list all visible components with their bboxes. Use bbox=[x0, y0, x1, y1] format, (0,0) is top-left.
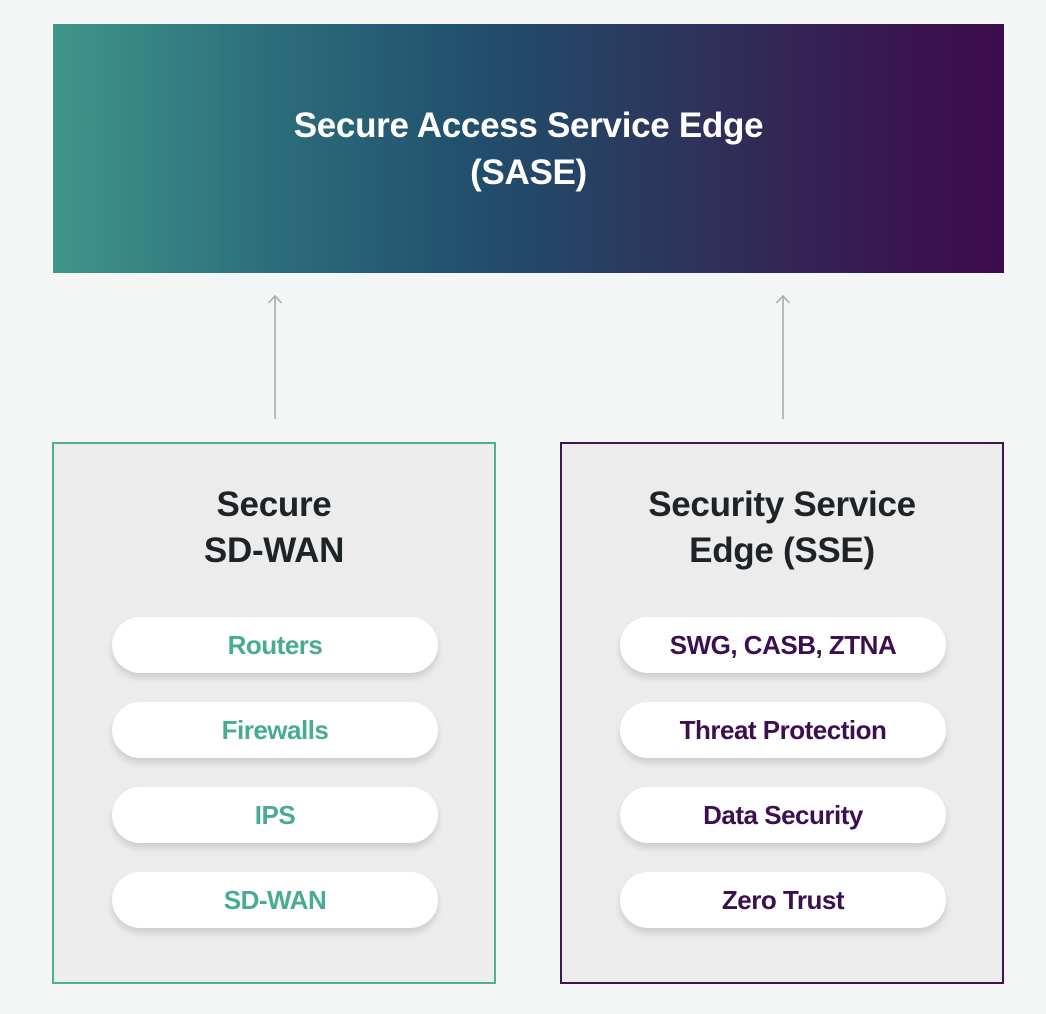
component-list: Routers Firewalls IPS SD-WAN bbox=[112, 617, 438, 957]
component-pill-data-security: Data Security bbox=[620, 787, 946, 843]
component-pill-ips: IPS bbox=[112, 787, 438, 843]
arrow-up-icon bbox=[267, 294, 283, 419]
component-list: SWG, CASB, ZTNA Threat Protection Data S… bbox=[620, 617, 946, 957]
arrow-up-icon bbox=[775, 294, 791, 419]
panel-title-line2: SD-WAN bbox=[203, 531, 345, 570]
component-pill-threat-protection: Threat Protection bbox=[620, 702, 946, 758]
panel-title-line1: Security Service bbox=[648, 485, 916, 524]
panel-title-line2: Edge (SSE) bbox=[689, 531, 875, 570]
secure-sdwan-panel: Secure SD-WAN Routers Firewalls IPS SD-W… bbox=[52, 442, 496, 984]
panel-title: Secure SD-WAN bbox=[54, 482, 494, 574]
component-pill-routers: Routers bbox=[112, 617, 438, 673]
panel-title: Security Service Edge (SSE) bbox=[562, 482, 1002, 574]
component-pill-swg-casb-ztna: SWG, CASB, ZTNA bbox=[620, 617, 946, 673]
component-pill-zero-trust: Zero Trust bbox=[620, 872, 946, 928]
component-pill-firewalls: Firewalls bbox=[112, 702, 438, 758]
component-pill-sdwan: SD-WAN bbox=[112, 872, 438, 928]
banner-title-line1: Secure Access Service Edge bbox=[293, 105, 764, 145]
panel-title-line1: Secure bbox=[216, 485, 332, 524]
sse-panel: Security Service Edge (SSE) SWG, CASB, Z… bbox=[560, 442, 1004, 984]
banner-title-line2: (SASE) bbox=[470, 152, 587, 192]
sase-banner: Secure Access Service Edge (SASE) bbox=[53, 24, 1004, 273]
